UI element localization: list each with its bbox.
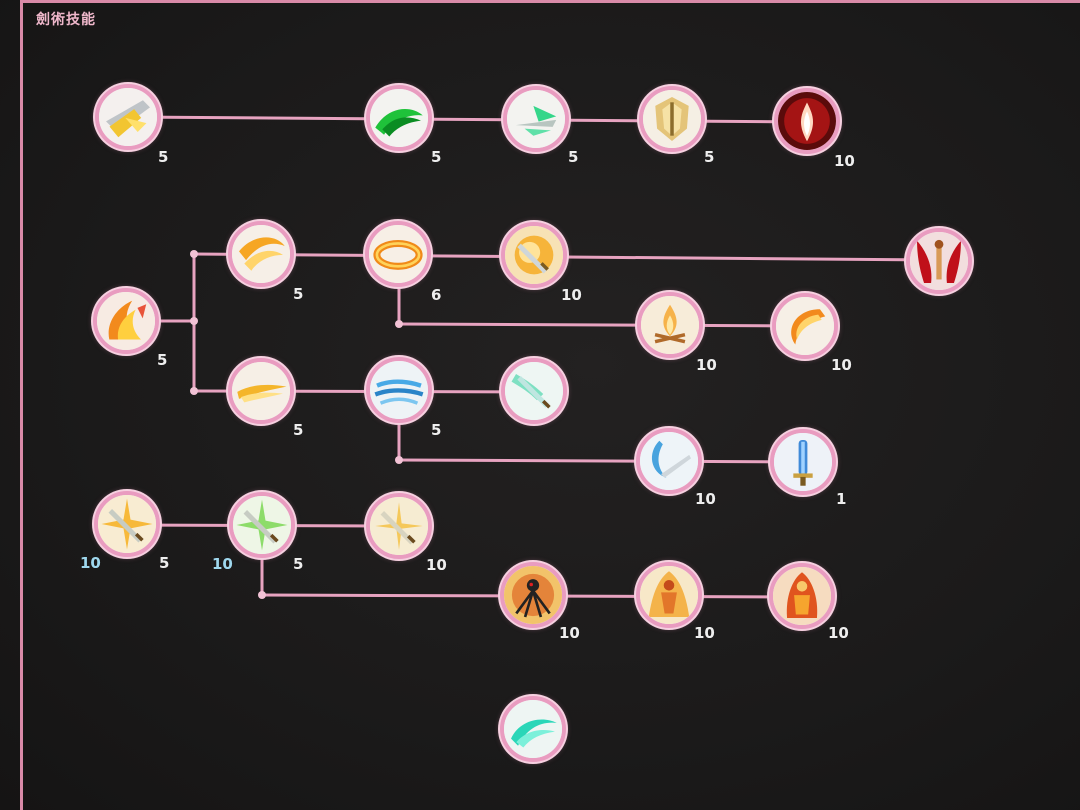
cyan-sword-icon xyxy=(505,362,563,420)
skill-node[interactable] xyxy=(500,696,566,762)
green-blade-icon xyxy=(507,90,565,148)
panel-title: 劍術技能 xyxy=(36,12,96,28)
skill-node[interactable] xyxy=(229,492,295,558)
fire-ring-icon xyxy=(369,225,427,283)
fire-warrior-icon xyxy=(773,567,831,625)
skill-level: 6 xyxy=(431,286,442,304)
skill-level: 5 xyxy=(157,351,168,369)
skill-node[interactable] xyxy=(365,221,431,287)
skill-node[interactable] xyxy=(770,429,836,495)
skill-level: 5 xyxy=(158,148,169,166)
skill-sublevel: 10 xyxy=(80,554,101,572)
fire-claw-icon xyxy=(97,292,155,350)
skill-level: 10 xyxy=(694,624,715,642)
skill-node[interactable] xyxy=(95,84,161,150)
teal-wave-icon xyxy=(504,700,562,758)
skill-level: 5 xyxy=(293,555,304,573)
skill-level: 5 xyxy=(568,148,579,166)
skill-node[interactable] xyxy=(501,358,567,424)
skill-level: 10 xyxy=(828,624,849,642)
skill-node[interactable] xyxy=(228,221,294,287)
skill-node[interactable] xyxy=(636,562,702,628)
green-burst-sword-icon xyxy=(233,496,291,554)
skill-level: 5 xyxy=(704,148,715,166)
blue-wind-icon xyxy=(370,361,428,419)
panel-border-left xyxy=(20,0,23,810)
skill-level: 1 xyxy=(836,490,847,508)
red-winged-sword-icon xyxy=(910,232,968,290)
skill-node[interactable] xyxy=(500,562,566,628)
golden-warrior-icon xyxy=(640,566,698,624)
skill-level: 5 xyxy=(293,285,304,303)
skill-level: 10 xyxy=(834,152,855,170)
crescent-fire-icon xyxy=(776,297,834,355)
skill-node[interactable] xyxy=(93,288,159,354)
blue-crescent-sword-icon xyxy=(640,432,698,490)
skill-level: 10 xyxy=(426,556,447,574)
skill-node[interactable] xyxy=(366,493,432,559)
blue-sword-icon xyxy=(774,433,832,491)
golden-streak-icon xyxy=(232,362,290,420)
skill-node[interactable] xyxy=(769,563,835,629)
campfire-icon xyxy=(641,296,699,354)
golden-sword-slash-icon xyxy=(99,88,157,146)
skill-level: 5 xyxy=(159,554,170,572)
skill-level: 10 xyxy=(831,356,852,374)
skill-level: 5 xyxy=(293,421,304,439)
skill-node[interactable] xyxy=(637,292,703,358)
green-wave-icon xyxy=(370,89,428,147)
skill-level: 10 xyxy=(559,624,580,642)
skill-level: 10 xyxy=(561,286,582,304)
yellow-sword-icon xyxy=(370,497,428,555)
skill-node[interactable] xyxy=(774,88,840,154)
burst-sword-icon xyxy=(98,495,156,553)
skill-node[interactable] xyxy=(636,428,702,494)
skill-node[interactable] xyxy=(639,86,705,152)
skill-node[interactable] xyxy=(366,85,432,151)
skill-node[interactable] xyxy=(94,491,160,557)
skill-node[interactable] xyxy=(906,228,972,294)
skill-level: 10 xyxy=(696,356,717,374)
orange-slash-icon xyxy=(232,225,290,283)
skill-node[interactable] xyxy=(366,357,432,423)
red-flame-aura-icon xyxy=(778,92,836,150)
skill-level: 10 xyxy=(695,490,716,508)
exploding-sword-icon xyxy=(505,226,563,284)
skill-node[interactable] xyxy=(503,86,569,152)
skill-node[interactable] xyxy=(772,293,838,359)
skill-node[interactable] xyxy=(501,222,567,288)
skill-sublevel: 10 xyxy=(212,555,233,573)
panel-border-top xyxy=(20,0,1080,3)
dark-figure-icon xyxy=(504,566,562,624)
golden-shield-icon xyxy=(643,90,701,148)
skill-level: 5 xyxy=(431,421,442,439)
skill-node[interactable] xyxy=(228,358,294,424)
skill-level: 5 xyxy=(431,148,442,166)
